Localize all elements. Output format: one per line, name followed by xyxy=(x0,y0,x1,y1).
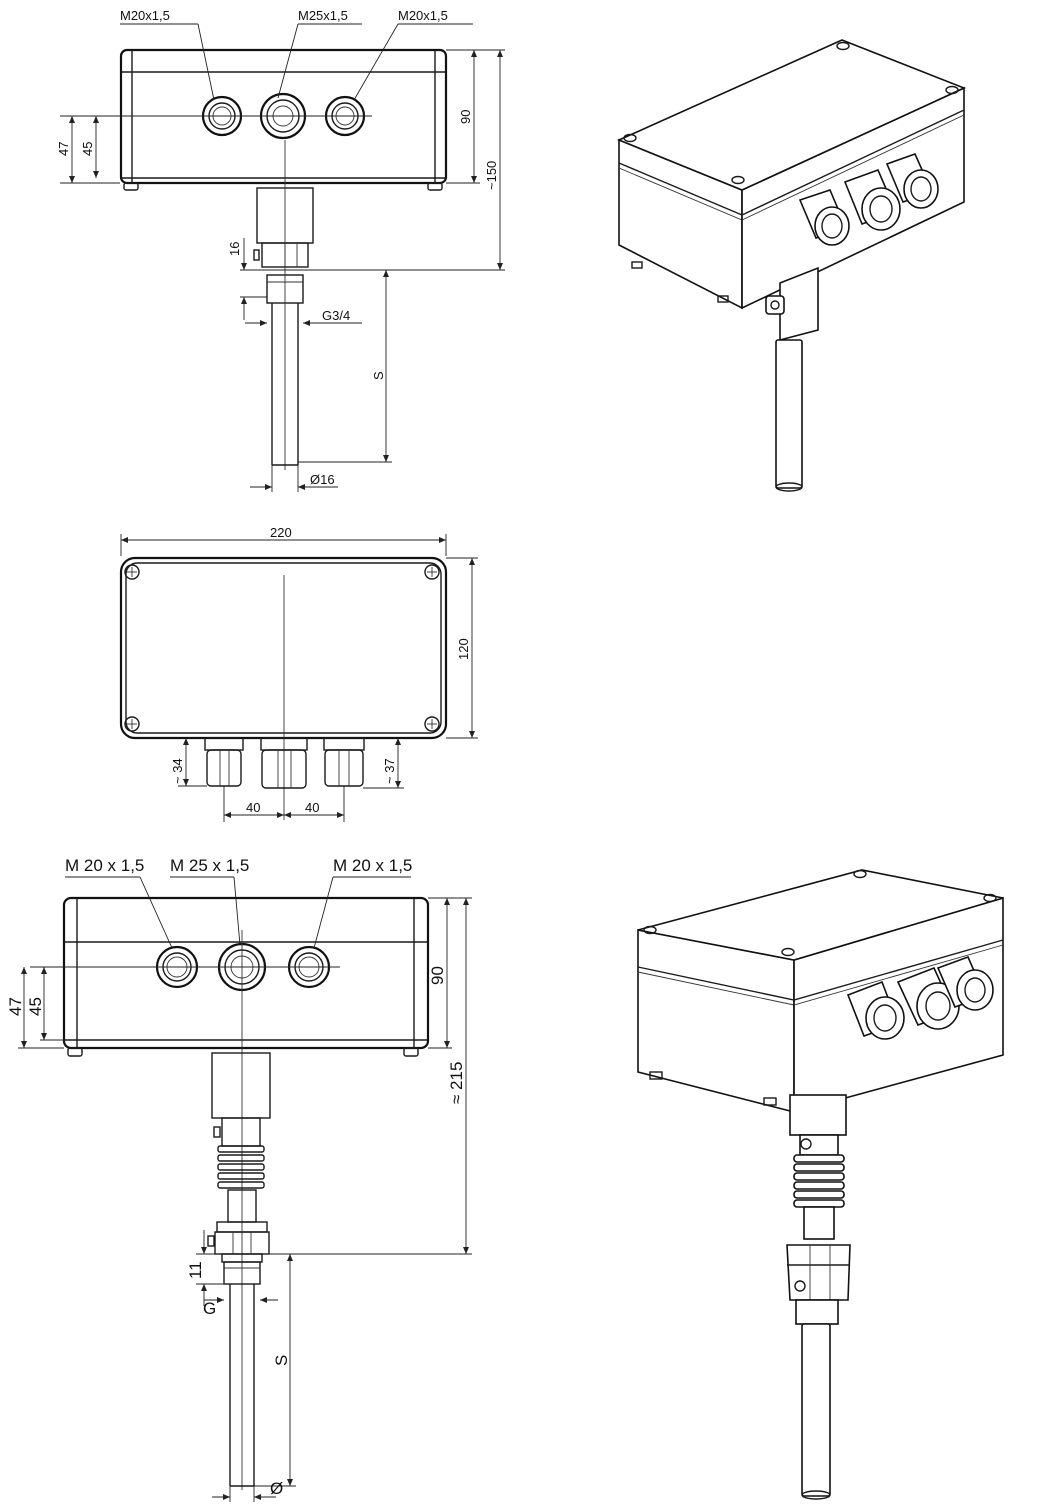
isometric-view-standard xyxy=(616,39,967,492)
thread-label-center: M25x1,5 xyxy=(298,8,348,23)
dim-90: 90 xyxy=(458,110,473,124)
dim-120: 120 xyxy=(456,638,471,660)
gland-side-center xyxy=(260,737,308,789)
front-view-extended: M 20 x 1,5 M 25 x 1,5 M 20 x 1,5 47 45 9… xyxy=(6,856,472,1502)
dim-diameter-ext: Ø xyxy=(270,1479,283,1498)
dim-11: 11 xyxy=(186,1261,205,1279)
gland-side-left xyxy=(204,737,244,787)
dim-45: 45 xyxy=(80,142,95,156)
housing-top xyxy=(119,556,448,740)
housing-body-ext xyxy=(62,896,430,1050)
dim-diameter: Ø16 xyxy=(310,472,335,487)
dim-37: ~ 37 xyxy=(382,758,397,784)
iso-gland-right-ext xyxy=(936,955,994,1011)
front-view-standard: M20x1,5 M25x1,5 M20x1,5 47 45 90 ~150 16… xyxy=(56,8,505,492)
dim-34: ~ 34 xyxy=(170,758,185,784)
dim-s-ext: S xyxy=(272,1355,291,1366)
dim-s: S xyxy=(371,371,386,380)
dim-g: G xyxy=(203,1299,216,1318)
top-view: 220 120 ~ 34 ~ 37 40 40 xyxy=(119,525,478,822)
dim-g34: G3/4 xyxy=(322,308,350,323)
thread-label-left-ext: M 20 x 1,5 xyxy=(65,856,144,875)
thread-label-center-ext: M 25 x 1,5 xyxy=(170,856,249,875)
iso-gland-left-ext xyxy=(846,980,905,1040)
dim-40-left: 40 xyxy=(246,800,260,815)
dim-215: ≈ 215 xyxy=(447,1062,466,1104)
thread-label-right-ext: M 20 x 1,5 xyxy=(333,856,412,875)
dim-47-ext: 47 xyxy=(6,997,25,1016)
thread-label-left: M20x1,5 xyxy=(120,8,170,23)
dim-220: 220 xyxy=(270,525,292,540)
dim-40-right: 40 xyxy=(305,800,319,815)
iso-gland-right xyxy=(885,152,939,209)
gland-side-right xyxy=(323,737,365,787)
dim-47: 47 xyxy=(56,142,71,156)
iso-gland-center xyxy=(843,168,901,231)
dim-150: ~150 xyxy=(484,161,499,190)
iso-gland-center-ext xyxy=(896,966,960,1030)
isometric-view-extended xyxy=(637,869,1004,1500)
housing-body xyxy=(119,48,448,185)
iso-gland-left xyxy=(798,189,850,246)
thread-label-right: M20x1,5 xyxy=(398,8,448,23)
dim-16: 16 xyxy=(227,242,242,256)
dim-45-ext: 45 xyxy=(26,997,45,1016)
dim-90-ext: 90 xyxy=(428,966,447,985)
